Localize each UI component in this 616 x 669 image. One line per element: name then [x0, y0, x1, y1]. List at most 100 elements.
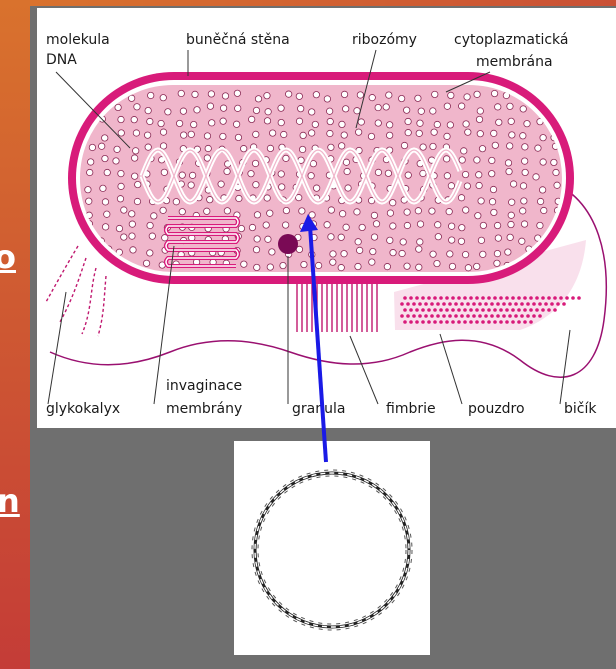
ribosome-dot	[296, 93, 302, 99]
ribosome-dot	[494, 260, 500, 266]
ribosome-dot	[264, 118, 270, 124]
ribosome-dot	[330, 251, 336, 257]
ribosome-dot	[330, 259, 336, 265]
capsule-dot	[406, 302, 410, 306]
ribosome-dot	[509, 132, 515, 138]
ribosome-dot	[148, 92, 154, 98]
capsule-dot	[433, 308, 437, 312]
ribosome-dot	[385, 170, 391, 176]
ribosome-dot	[344, 168, 350, 174]
ribosome-dot	[87, 159, 93, 165]
label-dna: molekula	[46, 32, 110, 48]
ribosome-dot	[447, 122, 453, 128]
granule	[278, 234, 298, 254]
ribosome-dot	[180, 108, 186, 114]
ribosome-dot	[371, 234, 377, 240]
ribosome-dot	[310, 160, 316, 166]
ribosome-dot	[324, 222, 330, 228]
ribosome-dot	[420, 144, 426, 150]
ribosome-dot	[265, 236, 271, 242]
ribosome-dot	[375, 169, 381, 175]
ribosome-dot	[326, 108, 332, 114]
ribosome-dot	[118, 183, 124, 189]
capsule-dot	[409, 296, 413, 300]
capsule-dot	[469, 320, 473, 324]
ribosome-dot	[490, 186, 496, 192]
ribosome-dot	[417, 239, 423, 245]
ribosome-dot	[495, 235, 501, 241]
ribosome-dot	[151, 213, 157, 219]
ribosome-dot	[479, 145, 485, 151]
ribosome-dot	[117, 196, 123, 202]
ribosome-dot	[99, 91, 105, 97]
ribosome-dot	[418, 108, 424, 114]
ribosome-dot	[252, 160, 258, 166]
ribosome-dot	[356, 247, 362, 253]
ribosome-dot	[86, 198, 92, 204]
ribosome-dot	[188, 182, 194, 188]
capsule-dot	[523, 320, 527, 324]
label-capsule: pouzdro	[468, 401, 525, 417]
capsule-dot	[559, 296, 563, 300]
ribosome-dot	[405, 129, 411, 135]
ribosome-dot	[241, 261, 247, 267]
ribosome-dot	[475, 212, 481, 218]
ribosome-dot	[448, 223, 454, 229]
ribosome-dot	[254, 236, 260, 242]
ribosome-dot	[506, 168, 512, 174]
ribosome-dot	[143, 260, 149, 266]
ribosome-dot	[405, 172, 411, 178]
ribosome-dot	[478, 237, 484, 243]
ribosome-dot	[263, 222, 269, 228]
ribosome-dot	[255, 96, 261, 102]
ribosome-dot	[313, 185, 319, 191]
ribosome-dot	[308, 173, 314, 179]
ribosome-dot	[399, 250, 405, 256]
ribosome-dot	[343, 159, 349, 165]
capsule-dot	[439, 308, 443, 312]
ribosome-dot	[129, 233, 135, 239]
capsule-dot	[481, 296, 485, 300]
capsule-dot	[484, 314, 488, 318]
ribosome-dot	[114, 146, 120, 152]
ribosome-dot	[234, 90, 240, 96]
ribosome-dot	[179, 172, 185, 178]
ribosome-dot	[144, 132, 150, 138]
ribosome-dot	[279, 184, 285, 190]
ribosome-dot	[355, 239, 361, 245]
ribosome-dot	[204, 208, 210, 214]
ribosome-dot	[386, 122, 392, 128]
ribosome-dot	[417, 221, 423, 227]
ribosome-dot	[220, 133, 226, 139]
capsule-dot	[472, 314, 476, 318]
ribosome-dot	[299, 208, 305, 214]
ribosome-dot	[495, 104, 501, 110]
ribosome-dot	[134, 104, 140, 110]
ribosome-dot	[505, 160, 511, 166]
circular-dna	[252, 470, 412, 630]
ribosome-dot	[430, 143, 436, 149]
capsule-dot	[478, 314, 482, 318]
ribosome-dot	[265, 109, 271, 115]
ribosome-dot	[519, 238, 525, 244]
ribosome-dot	[403, 107, 409, 113]
ribosome-dot	[535, 145, 541, 151]
ribosome-dot	[491, 90, 497, 96]
ribosome-dot	[508, 221, 514, 227]
ribosome-dot	[507, 143, 513, 149]
ribosome-dot	[338, 264, 344, 270]
capsule-dot	[556, 302, 560, 306]
glycocalyx-strand	[46, 246, 78, 302]
ribosome-dot	[129, 221, 135, 227]
capsule-dot	[496, 314, 500, 318]
ribosome-dot	[375, 104, 381, 110]
capsule-dot	[553, 308, 557, 312]
capsule-dot	[412, 314, 416, 318]
capsule-dot	[526, 302, 530, 306]
capsule-dot	[517, 320, 521, 324]
ribosome-dot	[220, 105, 226, 111]
ribosome-dot	[327, 118, 333, 124]
ribosome-dot	[480, 222, 486, 228]
ribosome-dot	[448, 237, 454, 243]
ribosome-dot	[404, 222, 410, 228]
